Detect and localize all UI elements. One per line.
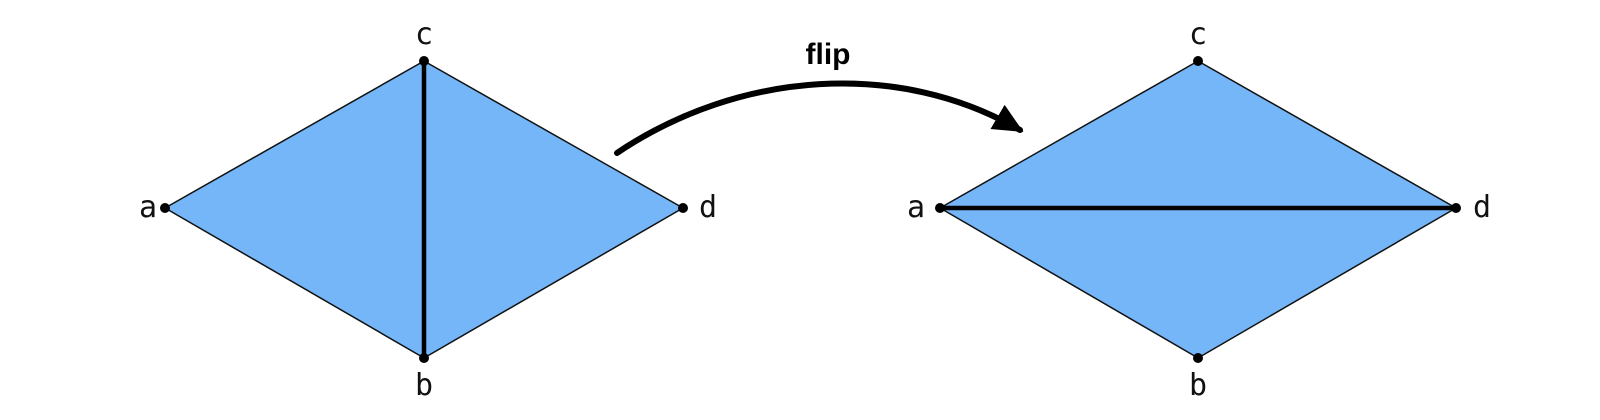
before-vertex-d	[678, 203, 688, 213]
before-vertex-a	[160, 203, 170, 213]
before-vertex-b	[419, 353, 429, 363]
before-vertex-c	[419, 56, 429, 66]
before-label-a: a	[139, 190, 157, 225]
flip-arrow: flip	[614, 38, 1024, 156]
before-label-c: c	[415, 17, 433, 52]
after-quad: a b c d	[907, 17, 1491, 403]
after-vertex-b	[1193, 353, 1203, 363]
after-vertex-d	[1451, 203, 1461, 213]
flip-label: flip	[806, 38, 851, 71]
after-vertex-c	[1193, 56, 1203, 66]
after-label-c: c	[1189, 17, 1207, 52]
before-label-d: d	[699, 190, 717, 225]
after-label-d: d	[1473, 190, 1491, 225]
before-quad: a b c d	[139, 17, 717, 403]
before-label-b: b	[415, 368, 433, 403]
after-label-a: a	[907, 190, 925, 225]
after-label-b: b	[1189, 368, 1207, 403]
after-vertex-a	[935, 203, 945, 213]
flip-arrow-curve	[614, 80, 1024, 156]
